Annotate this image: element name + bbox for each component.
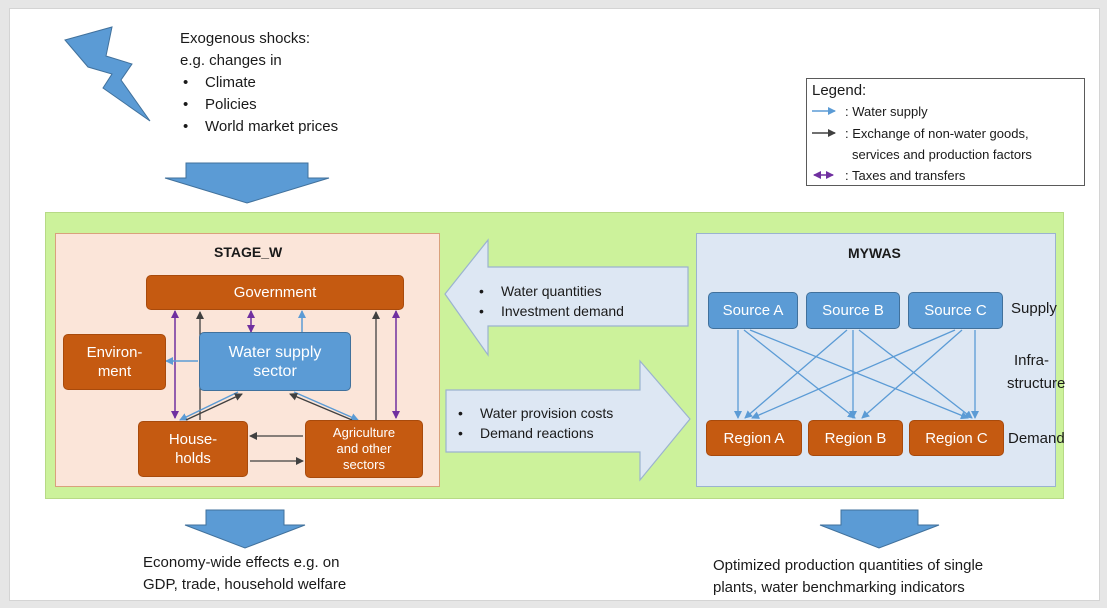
down-arrow-top <box>164 162 330 204</box>
agriculture-label-1: Agriculture <box>332 425 396 440</box>
source-b-node: Source B <box>806 292 900 329</box>
water-sector-label-1: Water supply <box>228 343 322 361</box>
output-right-line-2: plants, water benchmarking indicators <box>713 579 965 596</box>
water-sector-label-2: sector <box>253 362 297 380</box>
infra-label-2: structure <box>1007 375 1066 392</box>
agriculture-node: Agriculture and other sectors <box>305 420 423 478</box>
households-label-1: House- <box>168 431 218 448</box>
region-c-label: Region C <box>925 429 988 447</box>
arrow-left-item: Water quantities <box>476 281 624 301</box>
output-right-line-1: Optimized production quantities of singl… <box>713 557 984 574</box>
agriculture-label-2: and other <box>336 441 392 456</box>
source-a-label: Source A <box>722 302 784 319</box>
shock-item: World market prices <box>180 116 338 138</box>
source-c-node: Source C <box>908 292 1003 329</box>
shocks-list: Climate Policies World market prices <box>180 72 338 138</box>
region-a-node: Region A <box>706 420 802 456</box>
agriculture-water-exchange <box>289 393 353 421</box>
shocks-subtitle: e.g. changes in <box>180 52 282 69</box>
arrow-right-item: Demand reactions <box>455 423 613 443</box>
environment-node: Environ- ment <box>63 334 166 390</box>
region-b-node: Region B <box>808 420 903 456</box>
legend-exchange-label-2: services and production factors <box>852 147 1032 162</box>
supply-label: Supply <box>1011 300 1057 317</box>
output-left-line-1: Economy-wide effects e.g. on <box>143 554 340 571</box>
environment-label-2: ment <box>97 363 132 380</box>
region-c-node: Region C <box>909 420 1004 456</box>
legend-title: Legend: <box>812 82 867 99</box>
government-node: Government <box>146 275 404 310</box>
demand-label: Demand <box>1008 430 1065 447</box>
legend-exchange-label-1: : Exchange of non-water goods, <box>845 126 1029 141</box>
infra-label-1: Infra- <box>1014 352 1050 369</box>
water-households-supply <box>179 391 239 421</box>
arrow-right-item: Water provision costs <box>455 403 613 423</box>
arrow-left-item: Investment demand <box>476 301 624 321</box>
region-b-label: Region B <box>824 429 887 447</box>
water-sector-node: Water supply sector <box>199 332 351 391</box>
households-node: House- holds <box>138 421 248 477</box>
mywas-title: MYWAS <box>848 245 901 261</box>
government-label: Government <box>233 284 317 301</box>
legend-water-label: : Water supply <box>845 104 928 119</box>
legend-tax-label: : Taxes and transfers <box>845 168 966 183</box>
lightning-bolt-icon <box>64 26 151 122</box>
down-arrow-left-bottom <box>184 509 306 549</box>
mywas-network <box>734 329 979 420</box>
source-b-label: Source B <box>822 302 884 319</box>
output-left-line-2: GDP, trade, household welfare <box>143 576 347 593</box>
legend-box: Legend: : Water supply : Exchange of non… <box>806 78 1085 186</box>
agriculture-label-3: sectors <box>343 457 385 472</box>
arrow-right-list: Water provision costs Demand reactions <box>455 403 613 443</box>
source-c-label: Source C <box>924 302 987 319</box>
shocks-title: Exogenous shocks: <box>180 30 311 47</box>
shock-item: Climate <box>180 72 338 94</box>
environment-label-1: Environ- <box>86 344 143 361</box>
households-water-exchange <box>185 393 243 421</box>
water-agriculture-supply <box>293 391 359 421</box>
down-arrow-right-bottom <box>819 509 940 549</box>
region-a-label: Region A <box>723 429 785 447</box>
arrow-left-list: Water quantities Investment demand <box>476 281 624 321</box>
shock-item: Policies <box>180 94 338 116</box>
households-label-2: holds <box>175 450 211 467</box>
stage-w-title: STAGE_W <box>214 244 283 260</box>
source-a-node: Source A <box>708 292 798 329</box>
